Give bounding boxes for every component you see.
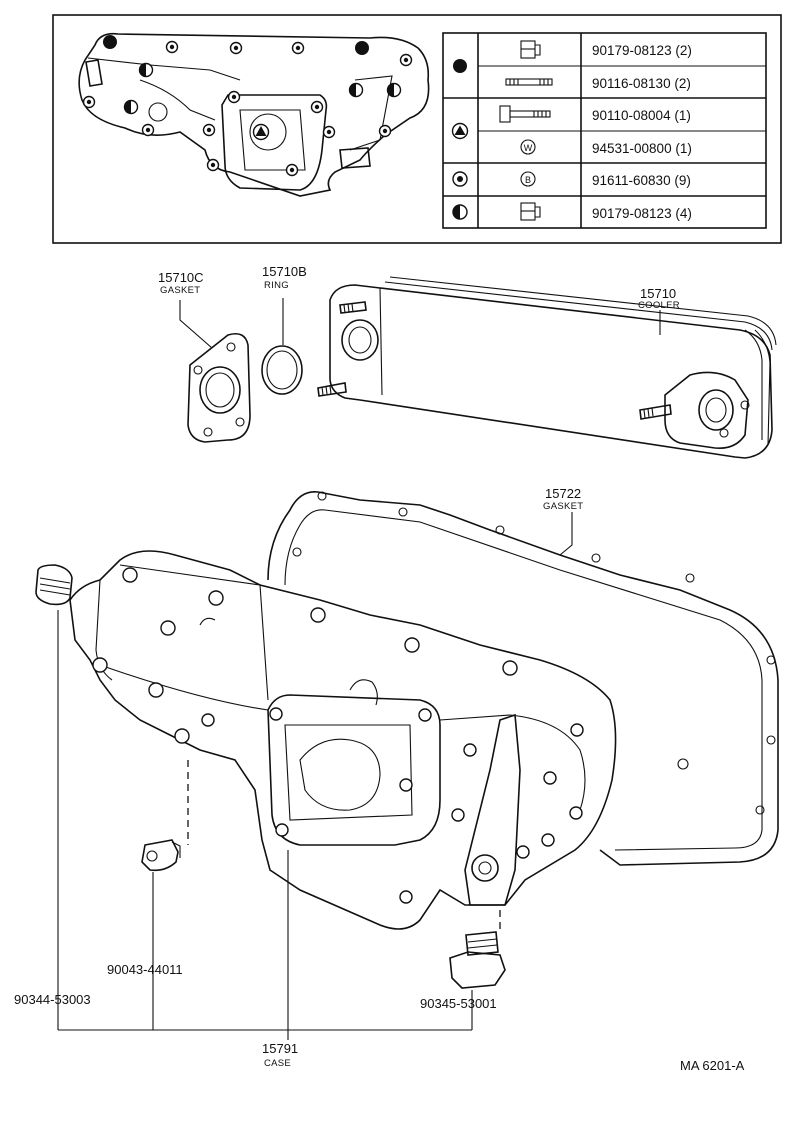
diagram-code: MA 6201-A [680,1058,745,1073]
part-number-ring-15710b: 15710B [262,264,307,279]
washer-letter: W [524,143,533,153]
washer-w-icon: W [520,139,536,155]
stud-icon [505,78,553,86]
part-name-cooler-15710: COOLER [638,300,680,311]
legend-part-number: 90179-08123 (4) [592,206,692,221]
inset-panel: W B 90179-08123 (2) 90116-08130 (2) 9011… [52,14,782,244]
part-name-gasket-15722: GASKET [543,501,583,512]
bolt-letter: B [525,175,531,185]
gasket-15722-drawing [267,491,779,866]
nut-icon [520,40,541,59]
part-name-gasket-15710c: GASKET [160,285,200,296]
nut-icon [520,202,541,221]
part-name-case-15791: CASE [264,1058,291,1069]
plug-90345-53001-drawing [449,910,506,1030]
inset-fastener-markers [82,35,413,177]
legend-part-number: 94531-00800 (1) [592,141,692,156]
part-number-gasket-15710c: 15710C [158,270,204,285]
bolt-icon [499,105,551,123]
part-number-case-15791: 15791 [262,1041,298,1056]
part-number-gasket-15722: 15722 [545,486,581,501]
case-leader-bracket [58,850,472,1040]
ring-dot-icon [452,171,468,187]
part-name-ring-15710b: RING [264,280,289,291]
part-number-90345-53001: 90345-53001 [420,996,497,1011]
part-number-90344-53003: 90344-53003 [14,992,91,1007]
ring-15710b-drawing [261,298,303,395]
gasket-15710c-drawing [179,300,251,443]
legend-part-number: 90116-08130 (2) [592,76,691,91]
plug-90043-44011-drawing [141,760,189,1030]
case-15791-drawing [69,550,617,930]
part-number-90043-44011: 90043-44011 [107,962,183,977]
inset-case-drawing [78,32,430,197]
bolt-b-icon: B [520,171,536,187]
legend-table: W B 90179-08123 (2) 90116-08130 (2) 9011… [442,32,767,229]
filled-dot-icon [453,59,467,73]
legend-part-number: 90179-08123 (2) [592,43,692,58]
cooler-15710-drawing [317,276,777,459]
half-dot-icon [452,204,468,220]
part-number-cooler-15710: 15710 [640,286,676,301]
legend-part-number: 90110-08004 (1) [592,108,691,123]
legend-part-number: 91611-60830 (9) [592,173,691,188]
plug-90344-53003-drawing [35,564,73,1030]
triangle-dot-icon [451,122,469,140]
